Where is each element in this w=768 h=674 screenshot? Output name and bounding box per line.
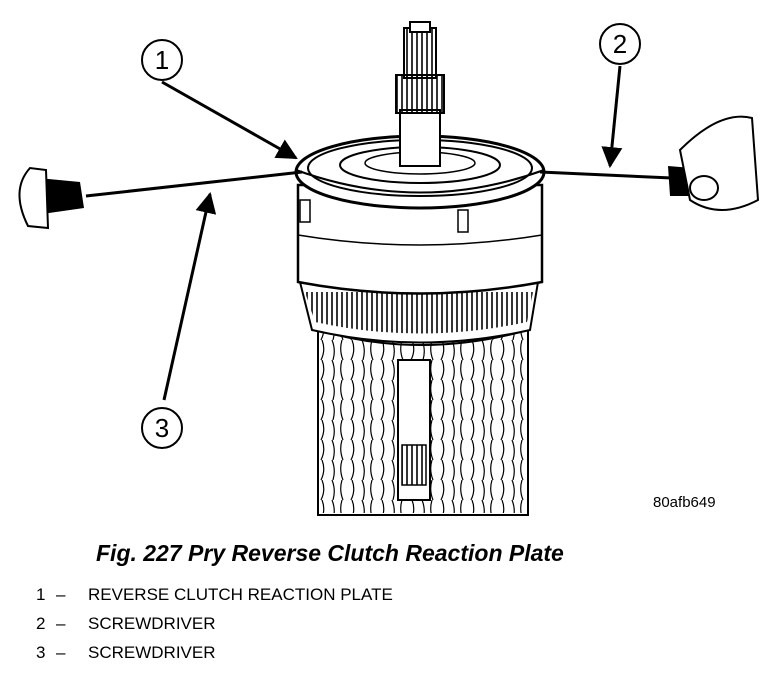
output-shaft-lower: [397, 359, 431, 501]
callout-1-leader: [161, 80, 298, 160]
legend-dash: –: [56, 614, 66, 633]
legend-item: 2– SCREWDRIVER: [36, 609, 393, 638]
legend-label: SCREWDRIVER: [88, 643, 216, 662]
callout-2: 2: [599, 23, 641, 65]
input-shaft: [395, 21, 445, 167]
legend-dash: –: [56, 643, 66, 662]
figure-caption: Fig. 227 Pry Reverse Clutch Reaction Pla…: [96, 540, 564, 566]
legend-item: 3– SCREWDRIVER: [36, 638, 393, 667]
callout-3: 3: [141, 407, 183, 449]
legend-item: 1– REVERSE CLUTCH REACTION PLATE: [36, 580, 393, 609]
legend-list: 1–REVERSE CLUTCH REACTION PLATE 2–SCREWD…: [36, 580, 393, 667]
screwdriver-left: [18, 166, 303, 230]
gear-ring: [298, 281, 540, 344]
clutch-illustration: 1 2 3: [18, 21, 760, 516]
legend-number: 3: [36, 643, 46, 662]
legend-number: 1: [36, 585, 46, 604]
svg-text:1: 1: [155, 45, 169, 75]
callout-2-leader: [601, 65, 623, 169]
svg-text:3: 3: [155, 413, 169, 443]
screwdriver-right: [539, 115, 760, 211]
clutch-drum: [296, 183, 544, 295]
legend-label: REVERSE CLUTCH REACTION PLATE: [88, 585, 393, 604]
svg-text:2: 2: [613, 29, 627, 59]
callout-3-leader: [162, 191, 217, 401]
legend-label: SCREWDRIVER: [88, 614, 216, 633]
legend-number: 2: [36, 614, 46, 633]
figure-id-code: 80afb649: [653, 494, 716, 511]
legend-dash: –: [56, 585, 66, 604]
callout-1: 1: [141, 39, 183, 81]
